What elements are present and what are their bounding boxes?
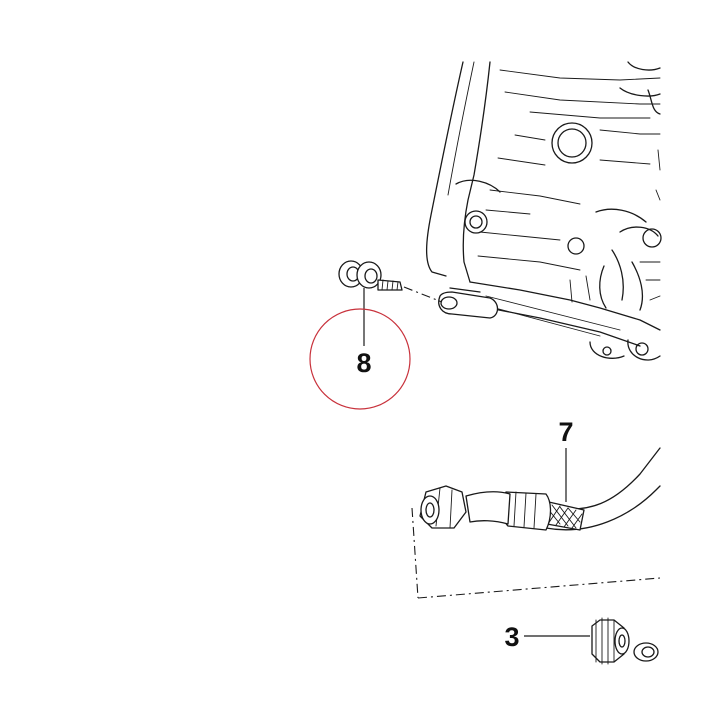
callout-label-3: 3: [504, 622, 519, 652]
highlight-circle: [309, 308, 411, 410]
hose-part-7: [411, 447, 661, 599]
bolt-part-8: [338, 260, 443, 346]
callout-label-7: 7: [558, 417, 573, 447]
fitting-part-3: [524, 617, 659, 665]
engine-housing: [425, 61, 662, 361]
callout-label-8: 8: [356, 348, 371, 378]
